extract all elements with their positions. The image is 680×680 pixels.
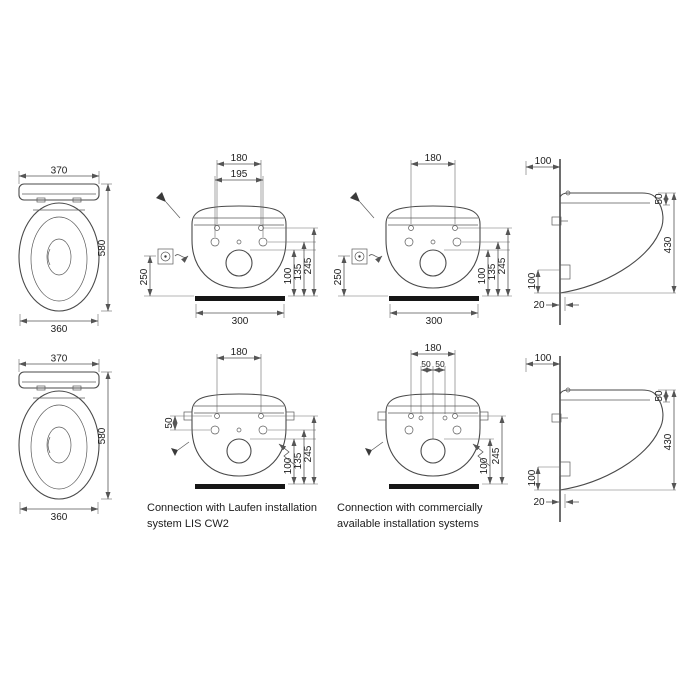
- marker-flag-icon: [156, 192, 181, 219]
- dim-width-300: 300: [195, 304, 285, 327]
- marker-flag-icon: [350, 192, 375, 219]
- toilet-plan-outline: [18, 183, 100, 312]
- caption-laufen-system: Connection with Laufen installation syst…: [147, 502, 318, 530]
- dim-label-180: 180: [425, 343, 442, 354]
- caption-commercial-system: Connection with commercially available i…: [337, 502, 483, 530]
- dim-label-100-top: 100: [535, 156, 552, 167]
- dim-left-50: 50: [164, 415, 212, 431]
- dim-label-360: 360: [51, 324, 68, 335]
- dim-label-580: 580: [97, 239, 108, 256]
- dim-label-100: 100: [283, 457, 294, 474]
- dim-label-430: 430: [663, 236, 674, 253]
- side-view-top: 100 50 430 100 20: [525, 156, 677, 325]
- zigzag-arrow-icon: [278, 443, 297, 467]
- dim-label-50-left: 50: [421, 359, 431, 369]
- dim-bolt-spacing-180: 180: [410, 343, 456, 412]
- toilet-front-outline: [183, 393, 295, 477]
- dims-right: 50 430: [560, 389, 677, 491]
- dim-bolt-spacing-180: 180: [216, 347, 262, 412]
- front-view-bottom-right: 180 50 50 100 245: [365, 343, 508, 489]
- dim-label-50: 50: [164, 417, 175, 429]
- dim-label-20: 20: [533, 497, 545, 508]
- marker-flag-icon: [365, 441, 384, 456]
- front-view-top-right: 180 300 100 135 245 250: [333, 153, 512, 327]
- dim-bolt-spacing-180: 180: [216, 153, 262, 224]
- dim-label-180: 180: [231, 347, 248, 358]
- wall-section-bar: [195, 484, 285, 489]
- dim-label-50: 50: [654, 390, 665, 402]
- dim-label-245: 245: [497, 257, 508, 274]
- dim-width-bottom: 360: [19, 314, 99, 335]
- dim-width-bottom: 360: [19, 502, 99, 523]
- dim-label-50: 50: [654, 193, 665, 205]
- dims-right: 100 245: [444, 415, 508, 485]
- toilet-plan-outline: [18, 371, 100, 500]
- dim-label-250: 250: [139, 268, 150, 285]
- dim-label-245: 245: [491, 447, 502, 464]
- dim-label-135: 135: [487, 263, 498, 280]
- dim-depth: 580: [97, 371, 112, 500]
- dims-right: 50 430: [560, 192, 677, 294]
- dim-label-180: 180: [425, 153, 442, 164]
- front-view-top-left: 180 195 300 100 135 245: [139, 153, 318, 327]
- toilet-front-outline: [191, 205, 287, 289]
- dim-left-250: 250: [333, 255, 388, 297]
- dim-width-top: 370: [18, 166, 100, 184]
- dim-label-300: 300: [232, 316, 249, 327]
- dim-label-100-left: 100: [527, 469, 538, 486]
- dim-label-50-right: 50: [435, 359, 445, 369]
- dim-label-100-left: 100: [527, 272, 538, 289]
- dim-label-100: 100: [283, 267, 294, 284]
- dim-label-300: 300: [426, 316, 443, 327]
- dim-label-180: 180: [231, 153, 248, 164]
- dim-label-370: 370: [51, 354, 68, 365]
- dim-label-360: 360: [51, 512, 68, 523]
- toilet-side-outline: [551, 387, 664, 491]
- wall-section-bar: [195, 296, 285, 301]
- plan-view-top: 370 580 360: [18, 166, 112, 335]
- dim-spacing-195: 195: [214, 169, 264, 237]
- dim-label-135: 135: [293, 263, 304, 280]
- dim-depth-100: 100: [525, 156, 561, 175]
- dim-label-100: 100: [477, 267, 488, 284]
- dim-label-580: 580: [97, 427, 108, 444]
- dim-outlet-100: 100: [527, 269, 560, 294]
- dim-label-100: 100: [479, 457, 490, 474]
- dim-depth-100: 100: [525, 353, 561, 372]
- dim-label-370: 370: [51, 166, 68, 177]
- dim-left-250: 250: [139, 255, 194, 297]
- dim-label-100-top: 100: [535, 353, 552, 364]
- wall-section-bar: [389, 296, 479, 301]
- dim-20: 20: [533, 494, 579, 508]
- water-supply-icon: [351, 248, 383, 265]
- plan-view-bottom: 370 580 360: [18, 354, 112, 523]
- dims-right: 100 135 245: [250, 415, 318, 485]
- toilet-side-outline: [551, 190, 664, 294]
- dim-outlet-100: 100: [527, 466, 560, 491]
- toilet-front-outline: [385, 205, 481, 289]
- front-view-bottom-left: 180 100 135 245 50: [164, 347, 318, 489]
- zigzag-arrow-icon: [472, 443, 491, 467]
- dim-width-top: 370: [18, 354, 100, 372]
- dim-label-135: 135: [293, 452, 304, 469]
- side-view-bottom: 100 50 430 100 20: [525, 353, 677, 522]
- dims-50-50: 50 50: [420, 359, 446, 439]
- water-supply-icon: [157, 248, 189, 265]
- dim-label-250: 250: [333, 268, 344, 285]
- dim-label-195: 195: [231, 169, 248, 180]
- wall-section-bar: [389, 484, 479, 489]
- dim-label-20: 20: [533, 300, 545, 311]
- dim-bolt-spacing-180: 180: [410, 153, 456, 224]
- dims-right: 100 135 245: [444, 227, 512, 297]
- dim-label-430: 430: [663, 433, 674, 450]
- dims-right: 100 135 245: [250, 227, 318, 297]
- dim-depth: 580: [97, 183, 112, 312]
- dim-label-245: 245: [303, 257, 314, 274]
- marker-flag-icon: [171, 441, 190, 456]
- dim-20: 20: [533, 297, 579, 311]
- dim-width-300: 300: [389, 304, 479, 327]
- toilet-front-outline: [377, 393, 489, 477]
- dim-label-245: 245: [303, 445, 314, 462]
